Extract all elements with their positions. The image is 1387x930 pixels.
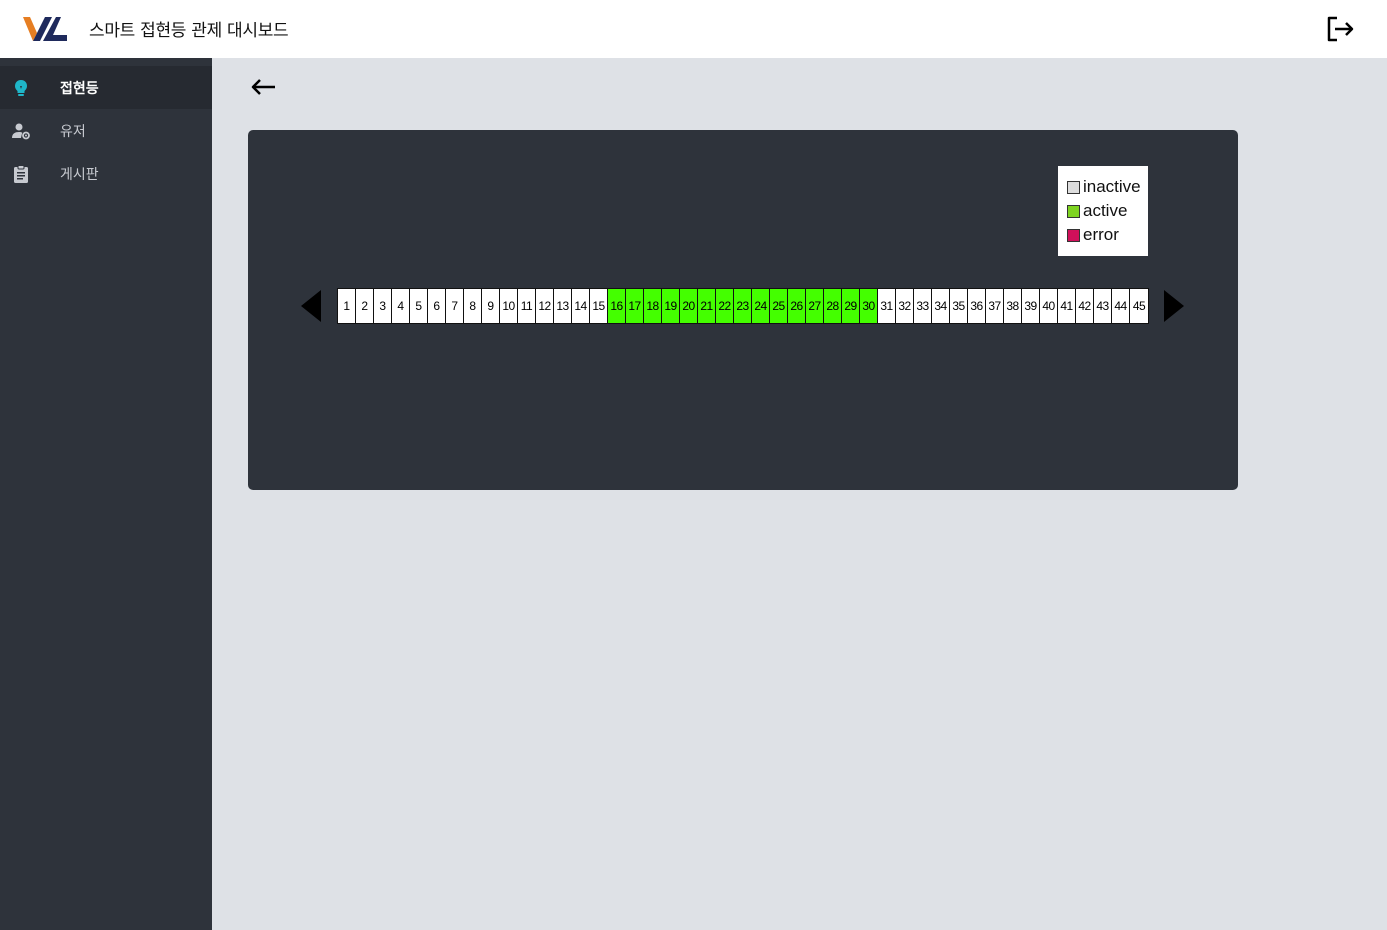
legend-label: error <box>1083 225 1119 244</box>
light-cell[interactable]: 39 <box>1022 289 1040 323</box>
light-cell[interactable]: 6 <box>428 289 446 323</box>
light-cell[interactable]: 8 <box>464 289 482 323</box>
light-cell[interactable]: 22 <box>716 289 734 323</box>
light-cell[interactable]: 19 <box>662 289 680 323</box>
light-cell[interactable]: 29 <box>842 289 860 323</box>
legend-swatch <box>1067 228 1080 242</box>
top-header: 스마트 접현등 관제 대시보드 <box>0 0 1387 58</box>
sidebar-item-label: 게시판 <box>60 166 99 183</box>
sidebar-item-users[interactable]: 유저 <box>0 109 212 152</box>
light-cell[interactable]: 37 <box>986 289 1004 323</box>
legend-label: inactive <box>1083 177 1141 196</box>
light-cell[interactable]: 20 <box>680 289 698 323</box>
light-cell[interactable]: 9 <box>482 289 500 323</box>
light-cell[interactable]: 35 <box>950 289 968 323</box>
legend-item-inactive: inactive <box>1067 175 1148 199</box>
light-cell[interactable]: 2 <box>356 289 374 323</box>
lightbulb-icon <box>15 79 27 96</box>
sidebar: 접현등 유저 게시판 <box>0 58 212 930</box>
light-cell[interactable]: 41 <box>1058 289 1076 323</box>
light-cell[interactable]: 12 <box>536 289 554 323</box>
sidebar-item-board[interactable]: 게시판 <box>0 152 212 195</box>
light-cell[interactable]: 15 <box>590 289 608 323</box>
light-cell[interactable]: 17 <box>626 289 644 323</box>
light-cell[interactable]: 33 <box>914 289 932 323</box>
light-cell[interactable]: 45 <box>1130 289 1148 323</box>
app-title: 스마트 접현등 관제 대시보드 <box>89 21 289 41</box>
light-cell[interactable]: 26 <box>788 289 806 323</box>
light-cell[interactable]: 27 <box>806 289 824 323</box>
light-cell[interactable]: 24 <box>752 289 770 323</box>
light-cell[interactable]: 31 <box>878 289 896 323</box>
legend-swatch <box>1067 180 1080 194</box>
light-cell[interactable]: 21 <box>698 289 716 323</box>
light-cell[interactable]: 7 <box>446 289 464 323</box>
light-cell[interactable]: 30 <box>860 289 878 323</box>
light-cell[interactable]: 18 <box>644 289 662 323</box>
light-cell[interactable]: 4 <box>392 289 410 323</box>
light-cell[interactable]: 25 <box>770 289 788 323</box>
legend-label: active <box>1083 201 1128 220</box>
legend-swatch <box>1067 204 1080 218</box>
light-cell[interactable]: 38 <box>1004 289 1022 323</box>
user-settings-icon <box>12 123 30 139</box>
logo-icon[interactable] <box>23 15 67 43</box>
light-cell[interactable]: 10 <box>500 289 518 323</box>
light-cell[interactable]: 28 <box>824 289 842 323</box>
sidebar-item-label: 접현등 <box>60 80 99 97</box>
light-cell[interactable]: 1 <box>338 289 356 323</box>
light-cell[interactable]: 11 <box>518 289 536 323</box>
light-cell[interactable]: 3 <box>374 289 392 323</box>
light-cell[interactable]: 40 <box>1040 289 1058 323</box>
legend-item-error: error <box>1067 223 1148 247</box>
light-cell[interactable]: 13 <box>554 289 572 323</box>
clipboard-icon <box>14 164 28 183</box>
logout-icon[interactable] <box>1325 14 1357 44</box>
prev-page-button[interactable] <box>301 290 321 322</box>
legend: inactive active error <box>1058 166 1148 256</box>
light-cell[interactable]: 16 <box>608 289 626 323</box>
light-cell[interactable]: 36 <box>968 289 986 323</box>
sidebar-item-label: 유저 <box>60 123 86 140</box>
light-cell[interactable]: 32 <box>896 289 914 323</box>
light-cell[interactable]: 42 <box>1076 289 1094 323</box>
arrow-left-icon[interactable] <box>250 74 278 100</box>
next-page-button[interactable] <box>1164 290 1184 322</box>
light-cell[interactable]: 43 <box>1094 289 1112 323</box>
light-cell[interactable]: 44 <box>1112 289 1130 323</box>
light-cell[interactable]: 34 <box>932 289 950 323</box>
legend-item-active: active <box>1067 199 1148 223</box>
sidebar-item-lights[interactable]: 접현등 <box>0 66 212 109</box>
light-cell[interactable]: 23 <box>734 289 752 323</box>
light-cell[interactable]: 14 <box>572 289 590 323</box>
light-cell[interactable]: 5 <box>410 289 428 323</box>
